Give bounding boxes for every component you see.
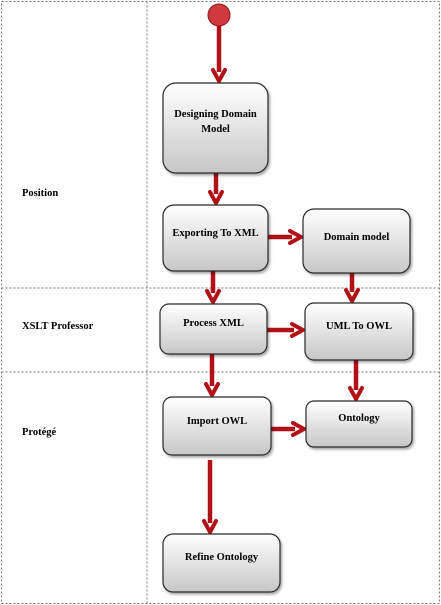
node-label: Import OWL [187, 416, 247, 427]
node-label: Refine Ontology [185, 552, 259, 563]
edge-start-to-designing [211, 26, 227, 83]
edge-import-owl-to-ontology [271, 421, 306, 437]
node-designing-domain-model[interactable]: Designing Domain Model [162, 82, 269, 174]
edge-process-xml-to-uml-to-owl [267, 322, 305, 338]
arrow-head [208, 190, 224, 205]
node-label: Ontology [338, 413, 380, 424]
node-label-line-2: Model [201, 124, 230, 135]
node-label: Domain model [324, 232, 390, 243]
node-domain-model[interactable]: Domain model [302, 208, 411, 274]
edge-uml-to-owl-to-ontology [348, 360, 364, 401]
node-exporting-to-xml[interactable]: Exporting To XML [162, 204, 269, 272]
start-node[interactable] [207, 3, 231, 27]
lane-label-protege: Protégé [22, 427, 57, 438]
node-label: Exporting To XML [172, 228, 258, 239]
node-process-xml[interactable]: Process XML [159, 303, 268, 355]
arrow-head [291, 421, 306, 437]
arrow-head [348, 386, 364, 401]
arrow-head [204, 382, 220, 397]
edge-exporting-to-domain-model [268, 229, 303, 245]
arrow-head [344, 288, 360, 303]
node-import-owl[interactable]: Import OWL [162, 396, 272, 456]
node-ontology[interactable]: Ontology [305, 400, 413, 448]
arrow-head [211, 68, 227, 83]
node-uml-to-owl[interactable]: UML To OWL [304, 302, 414, 361]
arrow-head [290, 322, 305, 338]
edge-import-owl-to-refine [202, 460, 218, 534]
arrow-head [205, 289, 221, 304]
edge-exporting-to-process-xml [205, 271, 221, 304]
lane-label-xslt-professor: XSLT Professor [22, 321, 94, 332]
lane-label-position: Position [22, 188, 58, 199]
arrow-head [202, 519, 218, 534]
edge-domain-model-to-uml-to-owl [344, 273, 360, 303]
diagram-edges [202, 26, 364, 534]
edge-process-xml-to-import-owl [204, 354, 220, 397]
node-label: UML To OWL [326, 321, 392, 332]
node-label: Process XML [183, 318, 244, 329]
node-refine-ontology[interactable]: Refine Ontology [162, 533, 281, 593]
arrow-head [288, 229, 303, 245]
edge-designing-to-exporting [208, 173, 224, 205]
node-label-line-1: Designing Domain [174, 109, 257, 120]
